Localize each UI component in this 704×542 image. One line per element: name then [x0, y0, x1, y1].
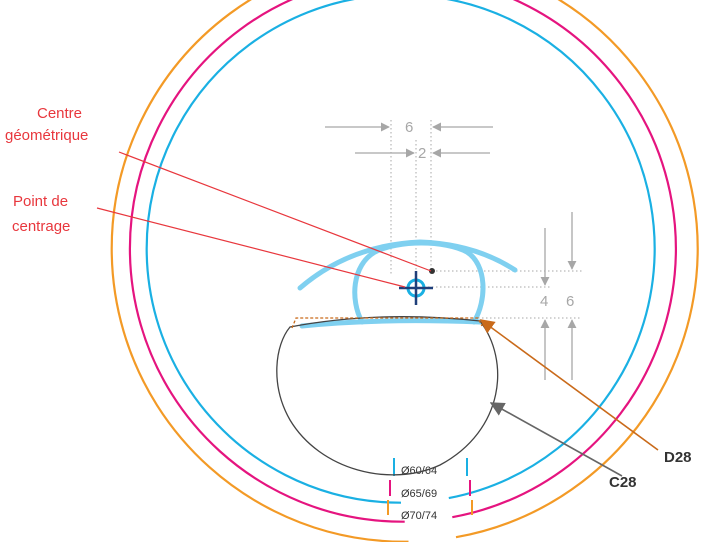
- label-centre-line1: Centre: [37, 105, 82, 122]
- ring-gap-ticks: [387, 458, 473, 515]
- vertical-dimensions: [540, 212, 577, 380]
- red-leader-lines: [96, 151, 432, 288]
- diameter-label-65-69: Ø65/69: [401, 488, 437, 500]
- label-point-line2: centrage: [12, 218, 70, 235]
- lower-eyelid: [299, 318, 483, 329]
- label-c28: C28: [609, 474, 637, 491]
- construction-lines: [390, 120, 582, 319]
- dimension-label-6-vertical: 6: [566, 293, 574, 310]
- c28-arrow: [489, 402, 623, 477]
- ring-blue: [145, 0, 656, 504]
- eye-drawing: [297, 239, 518, 329]
- d28-arrow: [479, 319, 659, 451]
- label-point-line1: Point de: [13, 193, 68, 210]
- centering-cross: [399, 271, 433, 305]
- label-centre-line2: géométrique: [5, 127, 88, 144]
- ring-magenta: [128, 0, 677, 523]
- dimension-label-2-horizontal: 2: [418, 145, 426, 162]
- diameter-label-70-74: Ø70/74: [401, 510, 437, 522]
- dimension-label-6-horizontal: 6: [405, 119, 413, 136]
- geometric-centre-dot: [429, 268, 435, 274]
- diameter-label-60-64: Ø60/64: [401, 465, 437, 477]
- label-d28: D28: [664, 449, 692, 466]
- iris: [352, 240, 486, 325]
- lens-shape-c28: [276, 316, 499, 476]
- dimension-label-4-vertical: 4: [540, 293, 548, 310]
- horizontal-dimensions: [325, 122, 493, 158]
- ring-orange: [110, 0, 699, 542]
